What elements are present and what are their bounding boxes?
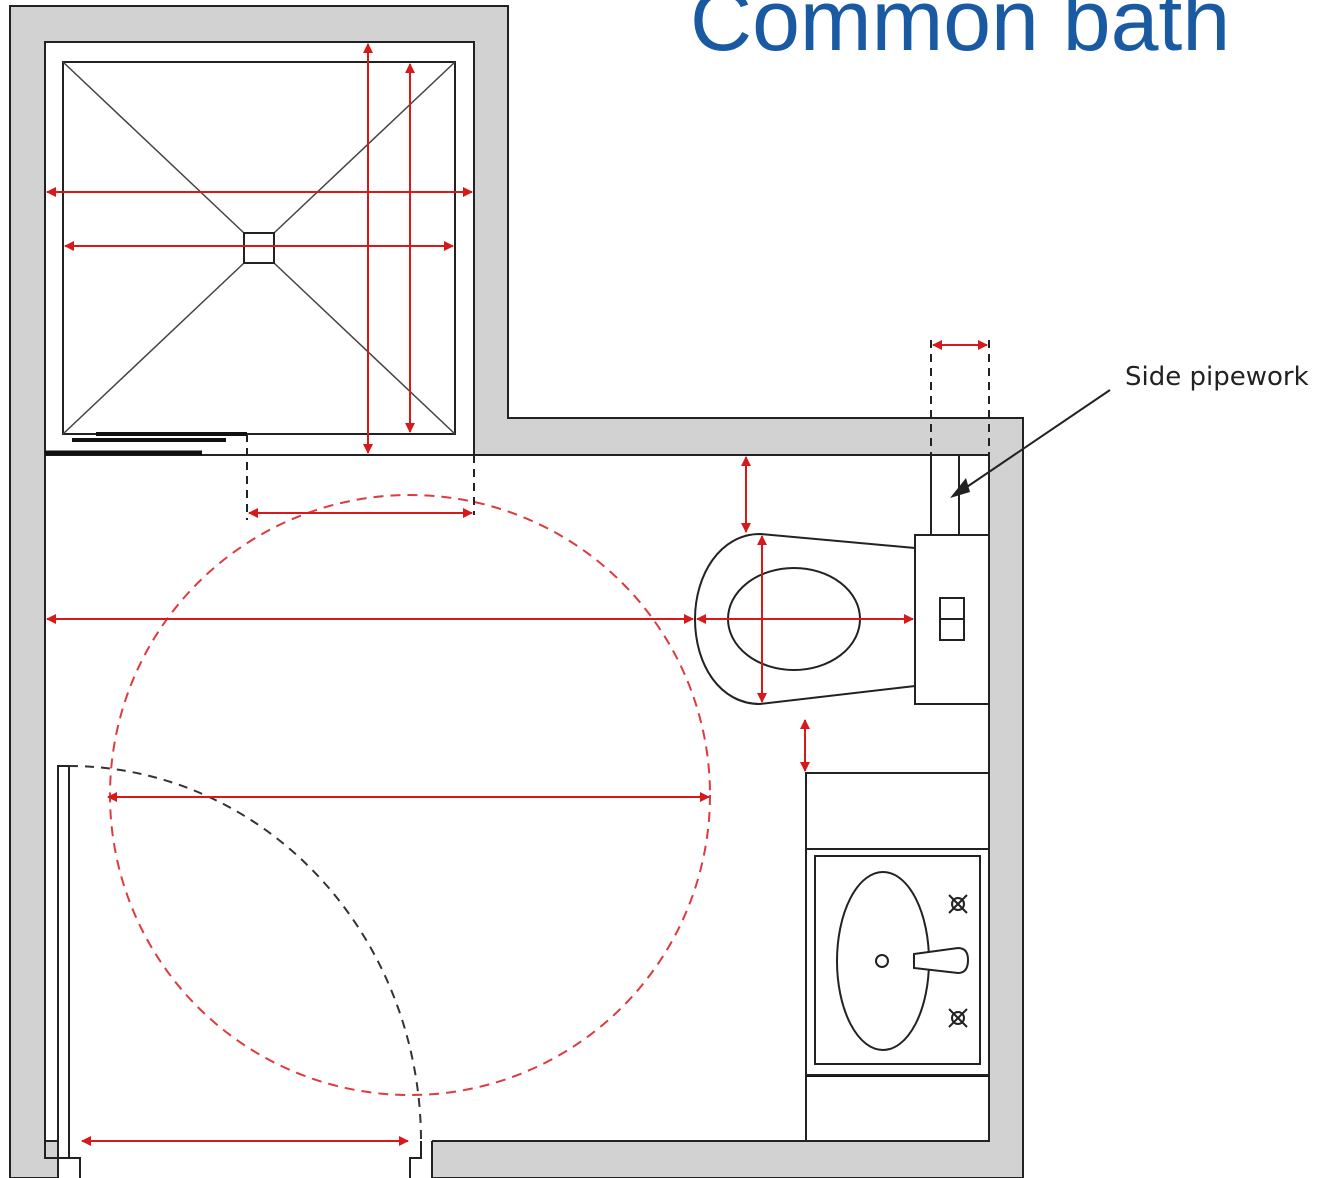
vanity-top-section xyxy=(805,772,990,850)
door-leaf xyxy=(57,765,70,1159)
pipework-leader-head xyxy=(950,478,970,498)
star-cross-icon xyxy=(948,894,968,914)
basin-spout xyxy=(913,946,970,975)
door-swing-arc xyxy=(68,765,422,1142)
flush-button-icon xyxy=(939,597,965,641)
square-drain-icon xyxy=(243,232,275,264)
side-pipework-label: Side pipework xyxy=(1125,362,1309,392)
pipework-leader xyxy=(954,389,1111,496)
door-opening xyxy=(58,1140,432,1178)
basin-plughole xyxy=(875,954,889,968)
door-jamb-right xyxy=(409,1141,433,1178)
star-cross-icon xyxy=(948,1008,968,1028)
shower-fall-line xyxy=(62,262,245,435)
turning-circle xyxy=(109,494,711,1096)
door-jamb-left xyxy=(44,1141,81,1178)
shower-fall-line xyxy=(62,61,245,234)
vanity-bottom-section xyxy=(805,1074,990,1142)
page-title: Common bath xyxy=(690,0,1231,69)
